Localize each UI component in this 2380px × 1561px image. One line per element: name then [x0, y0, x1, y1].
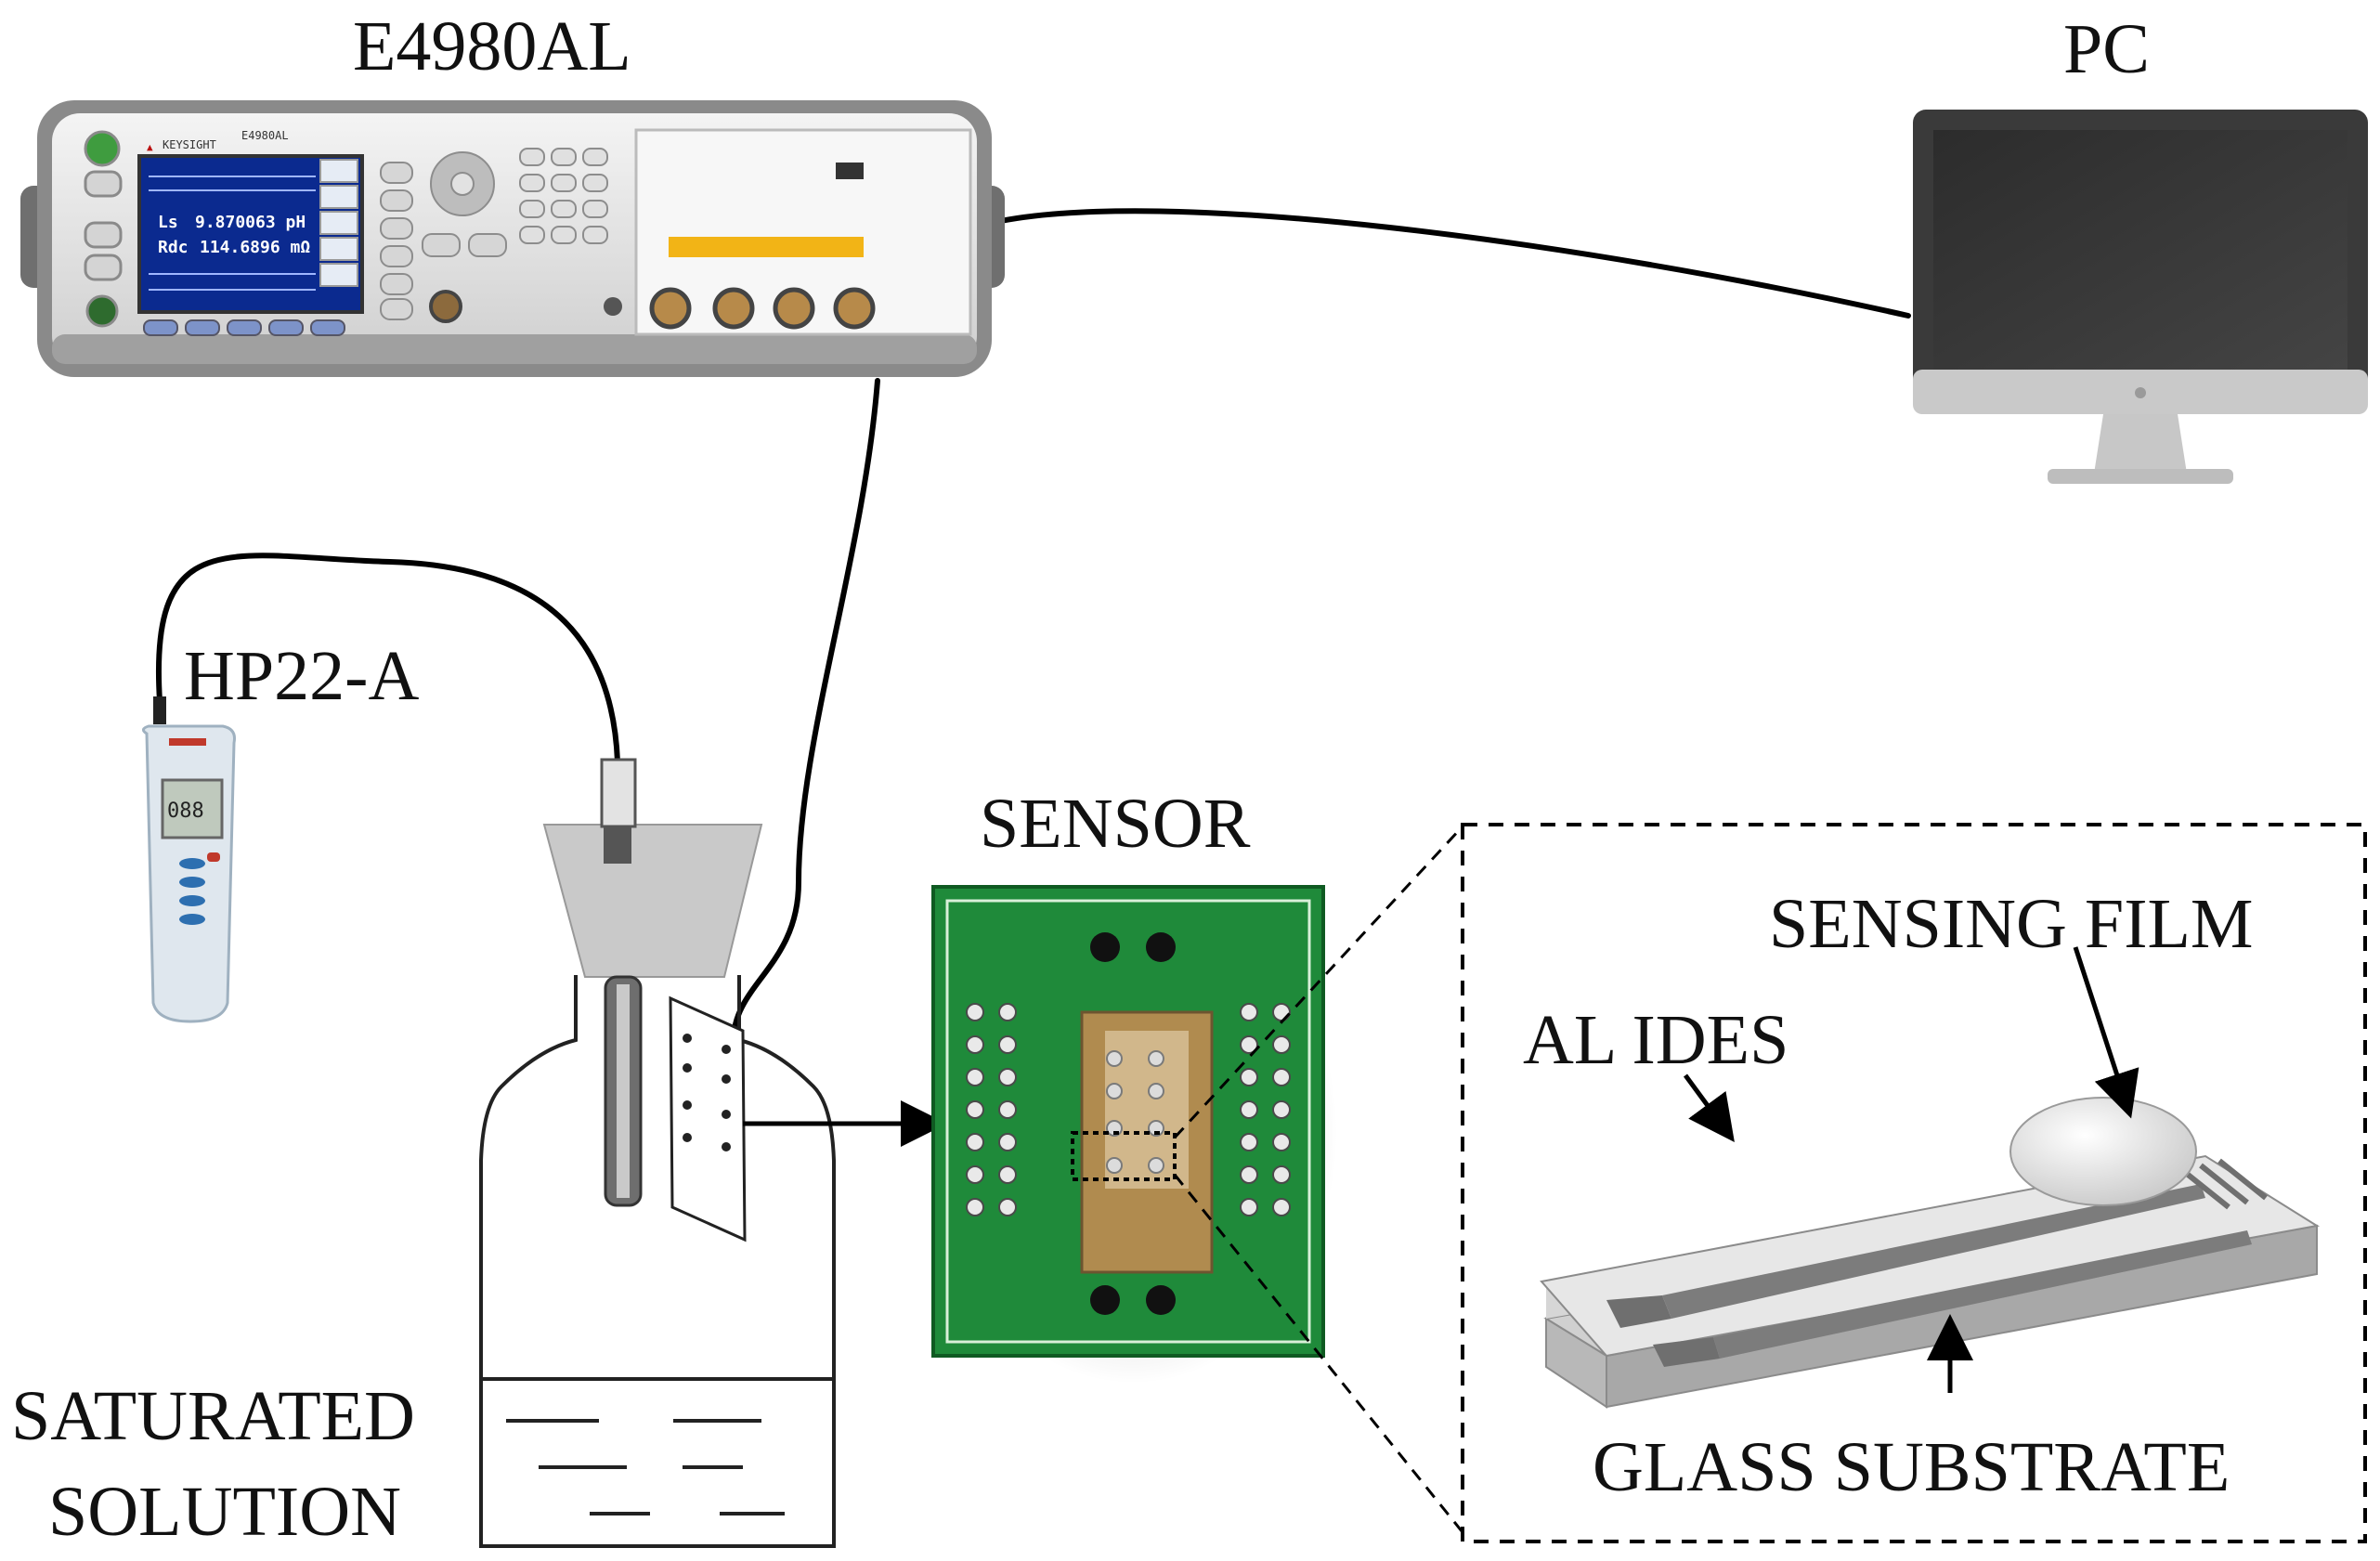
cable-instrument-to-pc — [989, 208, 1911, 319]
screen-brand: ▲ — [147, 141, 153, 153]
handheld-hygrometer-icon: 088 — [142, 696, 236, 1023]
probe-icon — [542, 758, 763, 1207]
cable-meter-to-probe — [155, 553, 620, 764]
label-glass-substrate: GLASS SUBSTRATE — [1593, 1428, 2230, 1506]
label-meter: HP22-A — [184, 637, 419, 715]
pcb-sensor-icon — [929, 882, 1337, 1384]
monitor-icon — [1913, 110, 2368, 484]
cable-instrument-to-sensor — [731, 378, 880, 1043]
cables — [155, 208, 1911, 1043]
svg-text:088: 088 — [167, 800, 204, 823]
label-sensing-film: SENSING FILM — [1769, 885, 2254, 963]
immersed-sensor-plate — [669, 995, 747, 1242]
screen-value-2: 114.6896 mΩ — [200, 238, 310, 257]
label-sensor: SENSOR — [980, 785, 1251, 863]
lcr-meter-icon: ▲ KEYSIGHT E4980AL Ls 9.870063 pH Rdc 11… — [20, 100, 1005, 377]
label-solution-line1: SATURATED — [11, 1377, 415, 1455]
label-instrument: E4980AL — [353, 7, 631, 85]
screen-param-1: Ls — [158, 213, 178, 232]
detail-arrows — [1683, 946, 2139, 1393]
zoom-lines — [1173, 825, 1464, 1533]
label-al-ides: AL IDES — [1523, 1001, 1788, 1079]
label-pc: PC — [2063, 10, 2150, 88]
label-solution-line2: SOLUTION — [48, 1473, 401, 1551]
instrument-brand: KEYSIGHT — [163, 138, 216, 151]
screen-param-2: Rdc — [158, 238, 189, 257]
detail-box — [1461, 823, 2367, 1543]
bottle-icon — [479, 975, 836, 1548]
ide-chip-icon — [1540, 1097, 2320, 1409]
solution-surface-lines — [506, 1419, 785, 1515]
instrument-model-small: E4980AL — [241, 129, 289, 142]
screen-value-1: 9.870063 pH — [195, 213, 306, 232]
